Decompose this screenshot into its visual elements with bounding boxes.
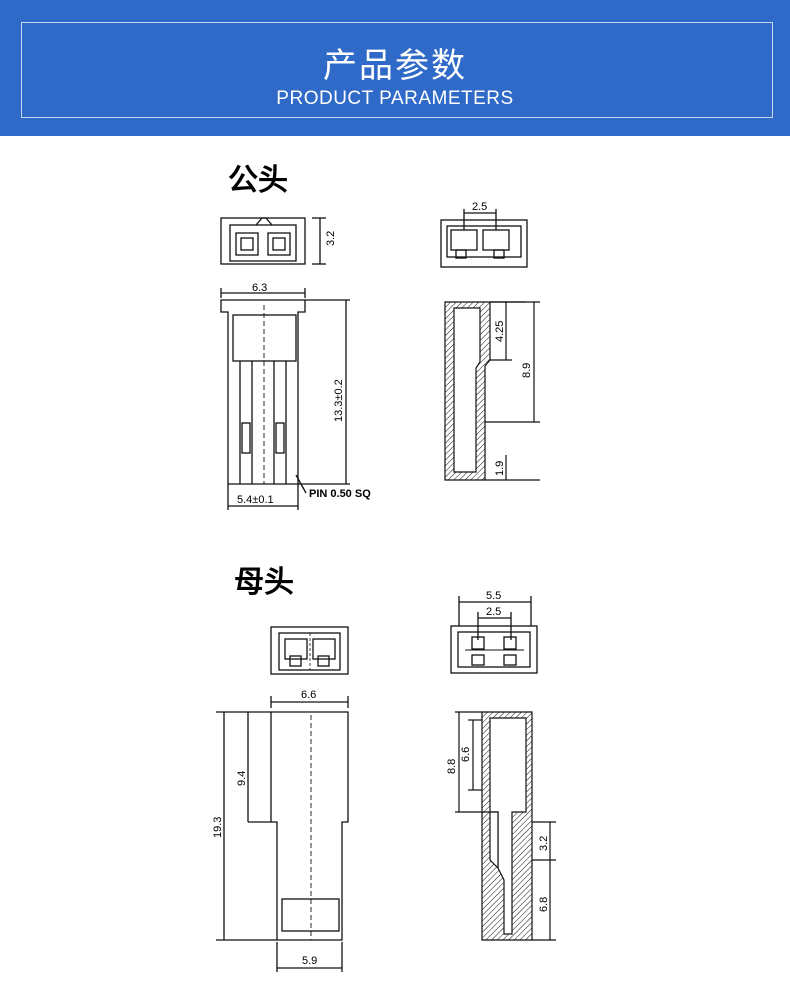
female-dim-side-low: 6.8	[538, 897, 550, 912]
female-dim-side-inner: 6.6	[460, 747, 472, 762]
female-dim-bottom: 5.9	[302, 955, 317, 967]
banner-frame	[21, 22, 773, 118]
female-front-view	[270, 626, 349, 675]
male-long-view	[220, 288, 350, 510]
female-dim-outer: 5.5	[486, 590, 501, 602]
female-side-view	[455, 711, 556, 941]
female-top-view	[450, 596, 538, 674]
male-dim-bottom: 5.4±0.1	[237, 494, 274, 506]
male-dim-length: 13.3±0.2	[333, 379, 345, 422]
female-dim-side-outer: 8.8	[446, 759, 458, 774]
banner-subtitle: PRODUCT PARAMETERS	[276, 88, 514, 109]
female-dim-pitch: 2.5	[486, 606, 501, 618]
female-dim-upper: 9.4	[236, 771, 248, 786]
male-front-view	[220, 217, 326, 265]
male-dim-side-top: 4.25	[494, 321, 506, 342]
female-dim-width: 6.6	[301, 689, 316, 701]
female-dim-total: 19.3	[212, 817, 224, 838]
header-banner: 产品参数 PRODUCT PARAMETERS	[0, 0, 790, 136]
female-dim-side-mid: 3.2	[538, 836, 550, 851]
male-dim-width: 6.3	[252, 282, 267, 294]
female-long-view	[216, 696, 349, 972]
female-title: 母头	[234, 565, 294, 600]
male-dim-side-bottom: 1.9	[494, 461, 506, 476]
male-dim-side-total: 8.9	[521, 363, 533, 378]
male-dim-pitch: 2.5	[472, 201, 487, 213]
male-top-view	[440, 209, 528, 268]
male-pin-note: PIN 0.50 SQ	[309, 488, 371, 500]
male-dim-height-small: 3.2	[325, 231, 337, 246]
banner-title: 产品参数	[323, 46, 467, 86]
male-side-view	[444, 301, 540, 481]
technical-drawing: 公头 3.2 6.3 13.3±0.2 5.4±0.1	[212, 163, 556, 972]
male-title: 公头	[228, 163, 288, 198]
